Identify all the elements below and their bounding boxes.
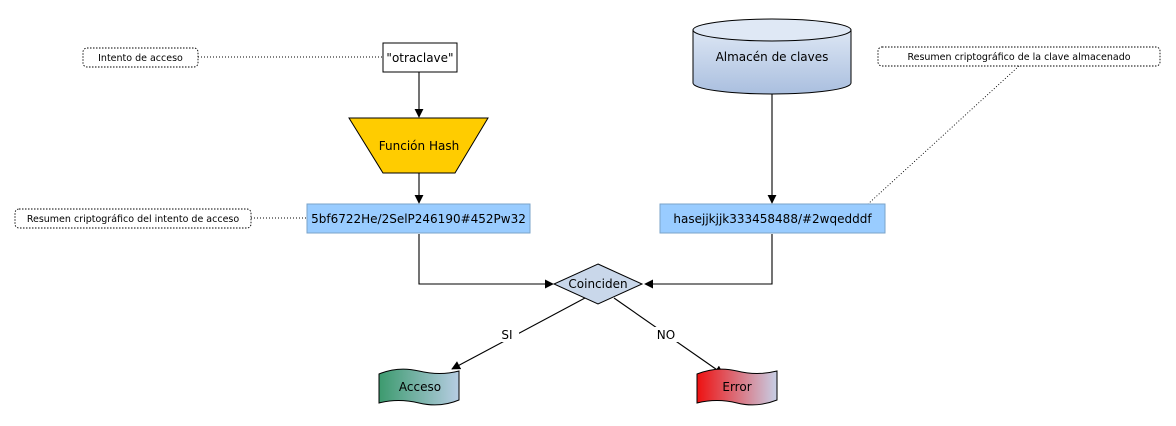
node-hash-function: Función Hash [348, 117, 489, 174]
node-input-password: "otraclave" [382, 42, 458, 73]
note-attempt-hash: Resumen criptográfico del intento de acc… [14, 208, 252, 229]
note-attempt-hash-text: Resumen criptográfico del intento de acc… [27, 214, 240, 225]
edge-attempt-digest-to-decision [418, 234, 554, 289]
node-key-store-text: Almacén de claves [716, 50, 829, 64]
node-decision-text: Coinciden [568, 277, 627, 291]
edge-yes-label: SI [501, 328, 512, 342]
edge-yes-label-bg [497, 327, 519, 342]
edge-no-label-bg [654, 327, 680, 342]
note-attempt-text: Intento de acceso [98, 53, 183, 64]
node-stored-digest: hasejjkjjk333458488/#2wqedddf [659, 203, 886, 234]
node-access: Acceso [378, 368, 460, 406]
edge-no-label: NO [657, 328, 675, 342]
node-error: Error [696, 368, 778, 406]
node-stored-digest-text: hasejjkjjk333458488/#2wqedddf [673, 212, 872, 226]
node-hash-function-text: Función Hash [379, 139, 459, 153]
note-stored-hash: Resumen criptográfico de la clave almace… [877, 46, 1161, 67]
node-input-password-text: "otraclave" [386, 51, 453, 65]
node-error-text: Error [722, 380, 751, 394]
edge-stored-digest-to-decision [644, 234, 773, 289]
note-attempt: Intento de acceso [82, 47, 199, 68]
note-stored-hash-connector [867, 65, 1020, 205]
node-attempt-digest: 5bf6722He/2SelP246190#452Pw32 [306, 203, 531, 234]
node-attempt-digest-text: 5bf6722He/2SelP246190#452Pw32 [311, 212, 526, 226]
node-decision: Coinciden [552, 263, 644, 305]
node-access-text: Acceso [399, 380, 441, 394]
node-key-store: Almacén de claves [692, 18, 852, 95]
note-stored-hash-text: Resumen criptográfico de la clave almace… [907, 52, 1130, 63]
